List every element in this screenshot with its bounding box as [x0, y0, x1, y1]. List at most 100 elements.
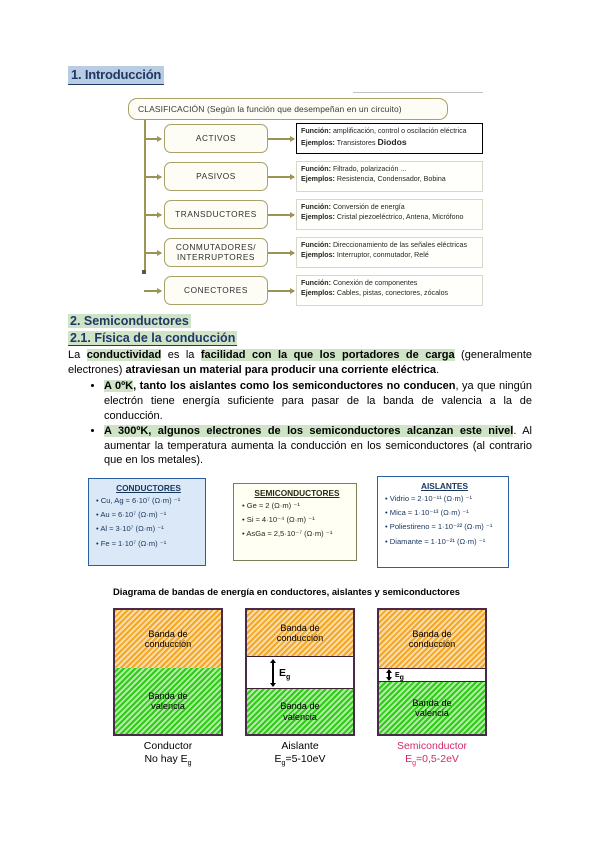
- band-diagram-conductor: Banda de conducción Banda de valencia Co…: [113, 608, 223, 767]
- heading-fisica-conduccion: 2.1. Física de la conducción: [68, 331, 238, 346]
- category-pill-pasivos: PASIVOS: [164, 162, 268, 191]
- funcion-text: Direccionamiento de las señales eléctric…: [332, 241, 467, 249]
- ejemplos-text: Resistencia, Condensador, Bobina: [336, 175, 446, 184]
- arrow-head-down: [270, 682, 276, 687]
- box-title-semiconductores: SEMICONDUCTORES: [254, 488, 340, 498]
- connector-arrow: [268, 136, 295, 141]
- funcion-label: Función:: [301, 127, 331, 135]
- diagram-trunk-endpoint: [142, 270, 146, 274]
- gap-arrow-group: Eg: [385, 669, 404, 681]
- conduction-band: Banda de conducción: [379, 610, 485, 668]
- text-run: (generalmente electrones): [68, 349, 532, 376]
- conductivity-item: • Al ≈ 3·10⁷ (Ω·m) ⁻¹: [96, 524, 164, 534]
- ejemplos-label: Ejemplos:: [301, 213, 335, 222]
- list-item: A 300ºK, algunos electrones de los semic…: [104, 424, 532, 468]
- band-label-line2: conducción: [408, 639, 456, 649]
- diagram-row-pasivos: PASIVOS Función: Filtrado, polarización …: [144, 161, 483, 192]
- conductivity-item: • AsGa ≈ 2,5·10⁻⁷ (Ω·m) ⁻¹: [242, 529, 333, 539]
- band-label-line2: valencia: [151, 701, 185, 711]
- band-label-line1: Banda de: [412, 697, 452, 708]
- category-pill-transductores: TRANSDUCTORES: [164, 200, 268, 229]
- conductivity-item: • Ge ≈ 2 (Ω·m) ⁻¹: [242, 501, 300, 511]
- conductivity-box-conductores: CONDUCTORES • Cu, Ag ≈ 6·10⁷ (Ω·m) ⁻¹ • …: [88, 478, 206, 566]
- band-diagram-aislante: Banda de conducción Eg Banda de valencia: [245, 608, 355, 768]
- funcion-text: amplificación, control o oscilación eléc…: [332, 127, 467, 135]
- connector-arrow: [268, 212, 295, 217]
- conductivity-box-aislantes: AISLANTES • Vidrio ≈ 2·10⁻¹¹ (Ω·m) ⁻¹ • …: [377, 476, 509, 568]
- funcion-label: Función:: [301, 279, 331, 287]
- ejemplos-text: Cables, pistas, conectores, zócalos: [336, 289, 449, 298]
- conductivity-item: • Diamante ≈ 1·10⁻²¹ (Ω·m) ⁻¹: [385, 536, 486, 546]
- box-title-conductores: CONDUCTORES: [116, 483, 181, 493]
- conductivity-item: • Si ≈ 4·10⁻⁴ (Ω·m) ⁻¹: [242, 515, 315, 525]
- band-label-line2: conducción: [144, 639, 192, 649]
- band-caption-conductor: Conductor No hay Eg: [113, 740, 223, 767]
- arrow-head-up: [270, 658, 276, 663]
- diagram-trunk-line: [144, 120, 146, 272]
- arrow-shaft: [272, 659, 274, 686]
- connector-arrow: [268, 250, 295, 255]
- funcion-label: Función:: [301, 165, 331, 173]
- body-text-block: La conductividad es la facilidad con la …: [68, 348, 532, 469]
- gap-value: Eg=0,5-2eV: [405, 753, 459, 768]
- energy-gap-region: Eg: [379, 668, 485, 682]
- band-label-line1: Banda de: [280, 701, 320, 712]
- paragraph-conductividad: La conductividad es la facilidad con la …: [68, 348, 532, 377]
- text-run: es la: [161, 349, 201, 361]
- diagram-row-conmutadores: CONMUTADORES/ INTERRUPTORES Función: Dir…: [144, 237, 483, 268]
- valence-band: Banda de valencia: [247, 689, 353, 734]
- connector-arrow: [268, 288, 295, 293]
- heading-semiconductores: 2. Semiconductores: [68, 314, 191, 328]
- conductivity-item: • Au ≈ 6·10⁷ (Ω·m) ⁻¹: [96, 510, 167, 520]
- band-label-line1: Banda de: [280, 622, 320, 633]
- description-activos: Función: amplificación, control o oscila…: [296, 123, 483, 154]
- arrow-head-up: [386, 669, 392, 673]
- material-name: Semiconductor: [396, 740, 468, 752]
- category-pill-activos: ACTIVOS: [164, 124, 268, 153]
- diagram-header-box: CLASIFICACIÓN (Según la función que dese…: [128, 98, 448, 120]
- material-name: Aislante: [281, 740, 319, 752]
- conductivity-item: • Poliestireno ≈ 1·10⁻²² (Ω·m) ⁻¹: [385, 522, 493, 532]
- ejemplos-label: Ejemplos:: [301, 289, 335, 298]
- funcion-label: Función:: [301, 203, 331, 211]
- highlight-portadores: facilidad con la que los portadores de c…: [200, 349, 455, 361]
- conductivity-item: • Fe ≈ 1·10⁷ (Ω·m) ⁻¹: [96, 538, 167, 548]
- branch-line: [144, 212, 162, 217]
- band-diagram-caption: Diagrama de bandas de energía en conduct…: [113, 586, 460, 597]
- branch-line: [144, 288, 162, 293]
- ejemplos-emphasis: Diodos: [377, 137, 407, 148]
- ejemplos-text: Interruptor, conmutador, Relé: [336, 251, 429, 260]
- classification-diagram: CLASIFICACIÓN (Según la función que dese…: [128, 92, 483, 306]
- eg-label: Eg: [279, 666, 291, 681]
- band-label-line1: Banda de: [148, 628, 188, 639]
- gap-arrow-group: Eg: [269, 658, 291, 687]
- description-conectores: Función: Conexión de componentes Ejemplo…: [296, 275, 483, 306]
- band-label-line1: Banda de: [412, 628, 452, 639]
- description-pasivos: Función: Filtrado, polarización ... Ejem…: [296, 161, 483, 192]
- box-title-aislantes: AISLANTES: [420, 481, 469, 491]
- ejemplos-text: Transistores: [336, 139, 376, 148]
- ejemplos-label: Ejemplos:: [301, 139, 335, 148]
- gap-value: Eg=5-10eV: [274, 753, 326, 768]
- text-run: La: [68, 349, 87, 361]
- diagram-top-rule: [353, 92, 483, 93]
- conductivity-box-semiconductores: SEMICONDUCTORES • Ge ≈ 2 (Ω·m) ⁻¹ • Si ≈…: [233, 483, 357, 561]
- ejemplos-label: Ejemplos:: [301, 175, 335, 184]
- bold-run: , algunos electrones de los semiconducto…: [148, 425, 514, 438]
- band-diagram-semiconductor: Banda de conducción Eg Banda de valencia: [377, 608, 487, 768]
- funcion-label: Función:: [301, 241, 331, 249]
- conduction-band: Banda de conducción: [115, 610, 221, 668]
- conductivity-item: • Vidrio ≈ 2·10⁻¹¹ (Ω·m) ⁻¹: [385, 494, 473, 504]
- arrow-head-down: [386, 677, 392, 681]
- conductivity-item: • Mica ≈ 1·10⁻¹³ (Ω·m) ⁻¹: [385, 508, 469, 518]
- text-run: , ya que ningún electrón tiene energía s…: [104, 380, 532, 422]
- branch-line: [144, 174, 162, 179]
- conductivity-item: • Cu, Ag ≈ 6·10⁷ (Ω·m) ⁻¹: [96, 496, 181, 506]
- ejemplos-text: Cristal piezoeléctrico, Antena, Micrófon…: [336, 213, 464, 222]
- valence-band: Banda de valencia: [115, 668, 221, 734]
- highlight-0k: A 0ºK: [104, 380, 134, 393]
- branch-line: [144, 136, 162, 141]
- category-pill-conmutadores: CONMUTADORES/ INTERRUPTORES: [164, 238, 268, 267]
- description-conmutadores: Función: Direccionamiento de las señales…: [296, 237, 483, 268]
- ejemplos-label: Ejemplos:: [301, 251, 335, 260]
